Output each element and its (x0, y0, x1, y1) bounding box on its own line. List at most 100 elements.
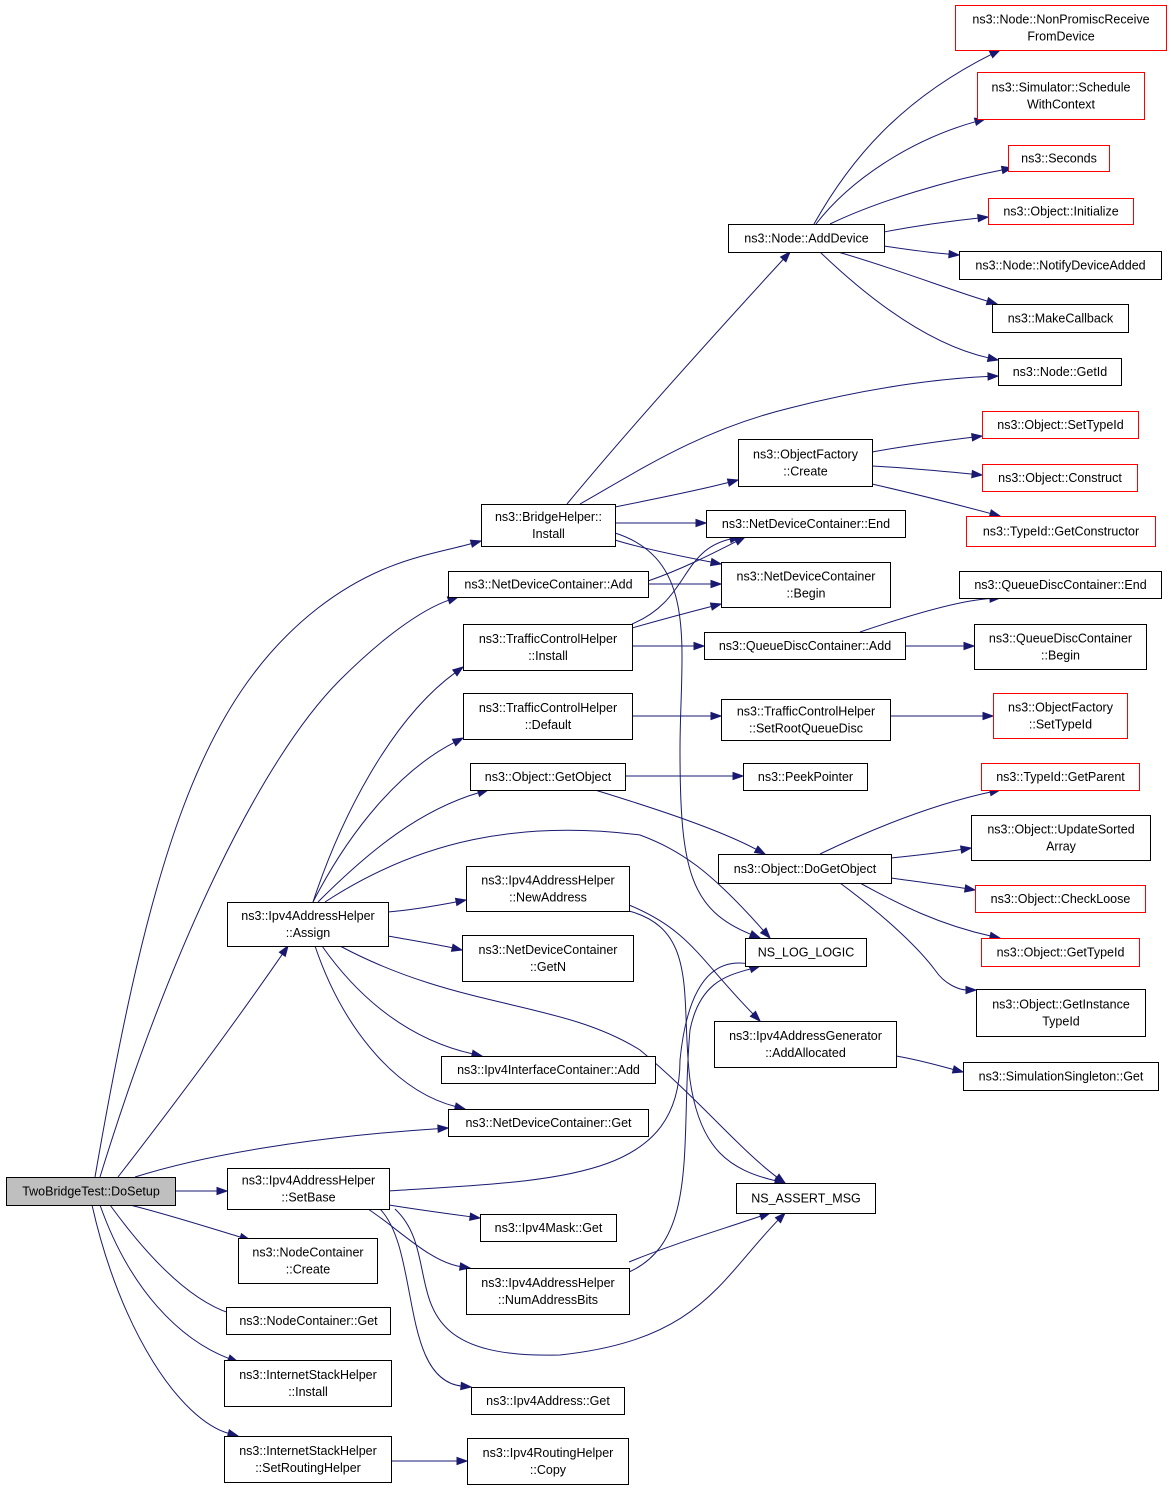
node-of-create[interactable]: ns3::ObjectFactory::Create (738, 439, 873, 487)
edge-line (890, 877, 967, 890)
edge-root-to-nc_get (109, 1204, 240, 1317)
node-label: ::SetRootQueueDisc (749, 722, 863, 736)
node-label: ns3::NetDeviceContainer::Add (464, 578, 632, 592)
node-node-getid[interactable]: ns3::Node::GetId (998, 358, 1122, 386)
node-node-adddevice[interactable]: ns3::Node::AddDevice (728, 224, 885, 253)
node-obj-construct[interactable]: ns3::Object::Construct (982, 464, 1138, 492)
edge-arrowhead (278, 944, 289, 958)
edge-line (813, 53, 993, 225)
edge-arrowhead (774, 1211, 787, 1224)
node-box (704, 632, 906, 660)
node-box (736, 1183, 876, 1214)
node-ndc-end[interactable]: ns3::NetDeviceContainer::End (706, 510, 906, 538)
node-ipv4ah-numbits[interactable]: ns3::Ipv4AddressHelper::NumAddressBits (466, 1268, 630, 1315)
node-ns-assert-msg[interactable]: NS_ASSERT_MSG (736, 1183, 876, 1214)
edge-ipv4ag_addalloc-to-simsingleton_get (895, 1055, 965, 1074)
node-tch-install[interactable]: ns3::TrafficControlHelper::Install (463, 624, 633, 671)
node-ipv4addr-get[interactable]: ns3::Ipv4Address::Get (471, 1387, 625, 1415)
node-typeid-getctor[interactable]: ns3::TypeId::GetConstructor (966, 516, 1156, 547)
node-nc-create[interactable]: ns3::NodeContainer::Create (238, 1238, 378, 1284)
node-bridge-install[interactable]: ns3::BridgeHelper::Install (481, 504, 616, 547)
edge-arrowhead (749, 1010, 762, 1023)
node-label: ::Begin (1041, 649, 1080, 663)
node-tch-setroot[interactable]: ns3::TrafficControlHelper::SetRootQueueD… (721, 699, 891, 741)
node-box (470, 763, 626, 791)
node-ipv4ic-add[interactable]: ns3::Ipv4InterfaceContainer::Add (441, 1056, 656, 1084)
node-ipv4rh-copy[interactable]: ns3::Ipv4RoutingHelper::Copy (467, 1438, 629, 1485)
edge-line (317, 792, 480, 903)
node-label: ::Begin (787, 587, 826, 601)
node-simsingleton-get[interactable]: ns3::SimulationSingleton::Get (963, 1062, 1159, 1091)
node-box (1008, 145, 1110, 172)
node-root[interactable]: TwoBridgeTest::DoSetup (6, 1177, 176, 1206)
node-label: ::Install (528, 649, 568, 663)
node-ipv4ah-assign[interactable]: ns3::Ipv4AddressHelper::Assign (227, 902, 389, 947)
node-qdc-end[interactable]: ns3::QueueDiscContainer::End (959, 571, 1162, 599)
node-ipv4mask-get[interactable]: ns3::Ipv4Mask::Get (480, 1214, 617, 1242)
node-qdc-begin[interactable]: ns3::QueueDiscContainer::Begin (974, 624, 1147, 670)
edge-line (387, 901, 458, 913)
node-obj-initialize[interactable]: ns3::Object::Initialize (988, 198, 1134, 225)
node-obj-settypeid[interactable]: ns3::Object::SetTypeId (982, 411, 1139, 439)
edge-line (628, 968, 752, 1273)
edge-line (819, 791, 992, 855)
edge-arrowhead (709, 602, 723, 611)
node-qdc-add[interactable]: ns3::QueueDiscContainer::Add (704, 632, 906, 660)
node-box (238, 1238, 378, 1284)
edge-arrowhead (987, 372, 1000, 381)
edge-arrowhead (695, 518, 708, 528)
node-ndc-add[interactable]: ns3::NetDeviceContainer::Add (448, 571, 649, 598)
edge-arrowhead (469, 1212, 482, 1221)
node-label: ns3::NetDeviceContainer::End (722, 517, 890, 531)
node-seconds[interactable]: ns3::Seconds (1008, 145, 1110, 172)
node-ndc-getn[interactable]: ns3::NetDeviceContainer::GetN (462, 935, 634, 982)
edge-root-to-ipv4ah_setbase (174, 1186, 229, 1196)
edge-arrowhead (988, 49, 1002, 59)
edge-arrowhead (753, 845, 767, 855)
node-tch-default[interactable]: ns3::TrafficControlHelper::Default (463, 693, 633, 740)
edge-qdc_add-to-qdc_begin (905, 641, 976, 651)
node-obj-checkloose[interactable]: ns3::Object::CheckLoose (975, 885, 1146, 913)
node-label: TwoBridgeTest::DoSetup (22, 1185, 160, 1199)
node-label: ::GetN (530, 960, 566, 974)
edge-arrowhead (460, 1381, 473, 1391)
edge-line (387, 935, 454, 949)
node-ndc-begin[interactable]: ns3::NetDeviceContainer::Begin (721, 562, 891, 608)
node-typeid-getparent[interactable]: ns3::TypeId::GetParent (981, 763, 1140, 791)
node-peekpointer[interactable]: ns3::PeekPointer (743, 763, 868, 791)
edge-line (91, 1204, 230, 1435)
node-ipv4ag-addalloc[interactable]: ns3::Ipv4AddressGenerator::AddAllocated (714, 1021, 897, 1068)
node-obj-getobject[interactable]: ns3::Object::GetObject (470, 763, 626, 791)
edge-line (339, 945, 779, 1179)
node-ish-setrouting[interactable]: ns3::InternetStackHelper::SetRoutingHelp… (224, 1436, 392, 1483)
node-label: ::Create (783, 465, 828, 479)
edge-obj_dogetobject-to-obj_updatesorted (890, 845, 973, 859)
node-label: ns3::Object::GetObject (485, 770, 612, 784)
node-ipv4ah-setbase[interactable]: ns3::Ipv4AddressHelper::SetBase (227, 1168, 390, 1210)
node-ndc-get[interactable]: ns3::NetDeviceContainer::Get (448, 1109, 649, 1137)
node-nc-get[interactable]: ns3::NodeContainer::Get (226, 1307, 391, 1335)
edge-line (566, 258, 785, 505)
node-obj-gettypeid[interactable]: ns3::Object::GetTypeId (981, 938, 1140, 967)
edge-obj_getobject-to-obj_dogetobject (594, 789, 767, 855)
node-obj-dogetobject[interactable]: ns3::Object::DoGetObject (718, 854, 892, 884)
edge-bridge_install-to-node_getid (579, 372, 1000, 505)
node-box (976, 989, 1146, 1037)
node-ish-install[interactable]: ns3::InternetStackHelper::Install (224, 1360, 392, 1407)
node-node-notify[interactable]: ns3::Node::NotifyDeviceAdded (959, 251, 1162, 280)
node-of-settypeid[interactable]: ns3::ObjectFactory::SetTypeId (993, 693, 1128, 739)
node-ipv4ah-newaddr[interactable]: ns3::Ipv4AddressHelper::NewAddress (466, 866, 630, 912)
edge-ipv4ah_assign-to-ipv4ah_newaddr (387, 897, 468, 913)
node-ns-log-logic[interactable]: NS_LOG_LOGIC (745, 938, 867, 967)
node-makecallback[interactable]: ns3::MakeCallback (992, 304, 1129, 333)
edge-arrowhead (456, 1456, 469, 1466)
edge-line (379, 1208, 463, 1387)
edge-obj_dogetobject-to-obj_getinstance (839, 882, 978, 995)
node-box (224, 1360, 392, 1407)
edge-arrowhead (971, 469, 984, 479)
node-box (959, 571, 1162, 599)
